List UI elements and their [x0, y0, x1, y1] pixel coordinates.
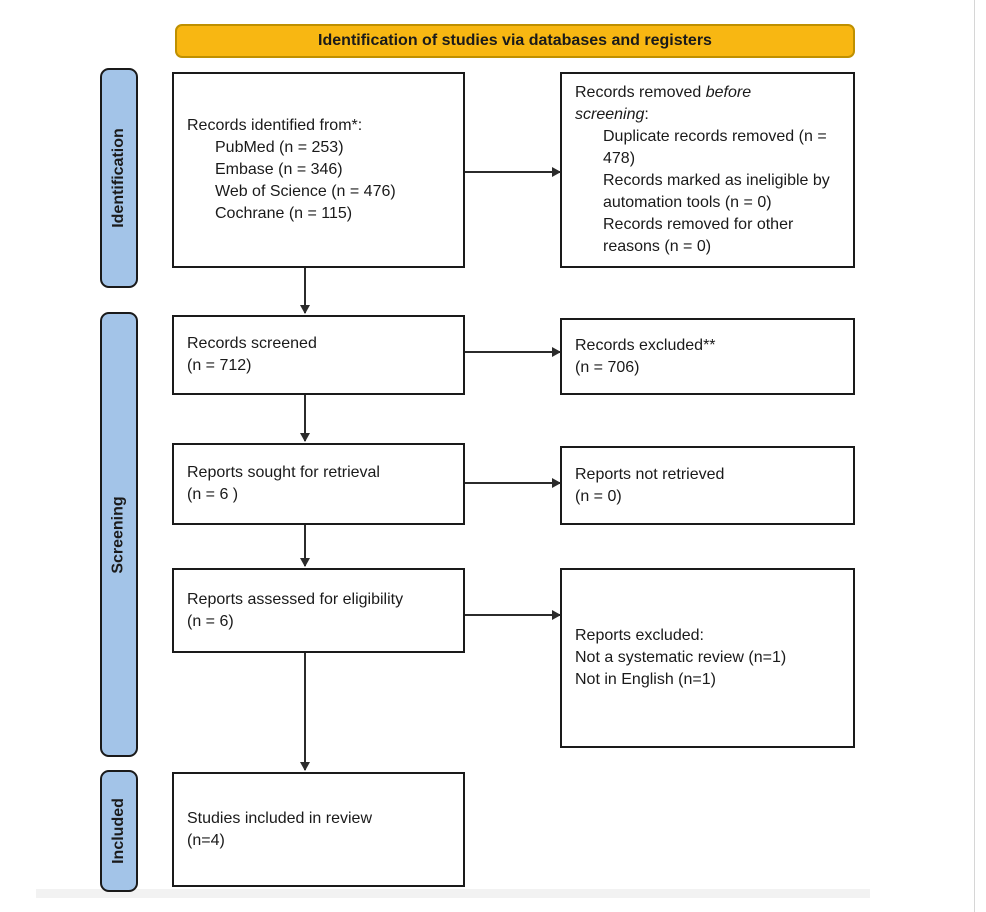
- box-reports-excluded: Reports excluded: Not a systematic revie…: [560, 568, 855, 748]
- reports-assessed-count: (n = 6): [187, 612, 234, 630]
- studies-included-line1: Studies included in review: [187, 809, 372, 827]
- stage-label-screening: Screening: [100, 312, 138, 757]
- box-reports-sought: Reports sought for retrieval (n = 6 ): [172, 443, 465, 525]
- studies-included-count: (n=4): [187, 831, 225, 849]
- removed-other-reasons: Records removed for other reasons (n = 0…: [603, 216, 794, 255]
- arrow-sought-to-assessed: [300, 525, 310, 567]
- page-bottom-edge: [36, 889, 870, 898]
- source-web-of-science: Web of Science (n = 476): [215, 183, 396, 200]
- stage-label-included: Included: [100, 770, 138, 892]
- arrow-identified-to-screened: [300, 268, 310, 314]
- records-identified-title: Records identified from*:: [187, 117, 363, 134]
- box-reports-assessed: Reports assessed for eligibility (n = 6): [172, 568, 465, 653]
- box-records-excluded: Records excluded** (n = 706): [560, 318, 855, 395]
- removed-automation: Records marked as ineligible by automati…: [603, 172, 830, 211]
- banner-title: Identification of studies via databases …: [318, 32, 712, 49]
- reports-not-retrieved-line1: Reports not retrieved: [575, 465, 725, 483]
- source-pubmed: PubMed (n = 253): [215, 139, 344, 156]
- source-embase: Embase (n = 346): [215, 161, 343, 178]
- records-removed-title: Records removed before screening:: [575, 84, 752, 123]
- reports-not-retrieved-count: (n = 0): [575, 487, 622, 505]
- reports-sought-line1: Reports sought for retrieval: [187, 464, 380, 481]
- reports-excluded-reason-1: Not a systematic review (n=1): [575, 649, 787, 666]
- page-right-edge: [974, 0, 975, 912]
- box-records-identified: Records identified from*: PubMed (n = 25…: [172, 72, 465, 268]
- arrow-screened-to-sought: [300, 395, 310, 442]
- records-screened-count: (n = 712): [187, 357, 252, 374]
- reports-assessed-line1: Reports assessed for eligibility: [187, 590, 404, 608]
- reports-sought-count: (n = 6 ): [187, 486, 239, 503]
- box-reports-not-retrieved: Reports not retrieved (n = 0): [560, 446, 855, 525]
- arrow-identified-to-removed: [465, 167, 561, 177]
- removed-duplicates: Duplicate records removed (n = 478): [603, 128, 827, 167]
- box-studies-included: Studies included in review (n=4): [172, 772, 465, 887]
- banner-identification-of-studies: Identification of studies via databases …: [175, 24, 855, 58]
- reports-excluded-title: Reports excluded:: [575, 627, 704, 644]
- arrow-assessed-to-reports-excluded: [465, 610, 561, 620]
- stage-label-identification: Identification: [100, 68, 138, 288]
- arrow-screened-to-excluded: [465, 347, 561, 357]
- records-screened-line1: Records screened: [187, 335, 317, 352]
- records-excluded-count: (n = 706): [575, 358, 640, 376]
- arrow-sought-to-not-retrieved: [465, 478, 561, 488]
- source-cochrane: Cochrane (n = 115): [215, 205, 353, 222]
- box-records-screened: Records screened (n = 712): [172, 315, 465, 395]
- reports-excluded-reason-2: Not in English (n=1): [575, 671, 716, 688]
- records-excluded-line1: Records excluded**: [575, 336, 716, 354]
- arrow-assessed-to-included: [300, 653, 310, 771]
- box-records-removed-before-screening: Records removed before screening: Duplic…: [560, 72, 855, 268]
